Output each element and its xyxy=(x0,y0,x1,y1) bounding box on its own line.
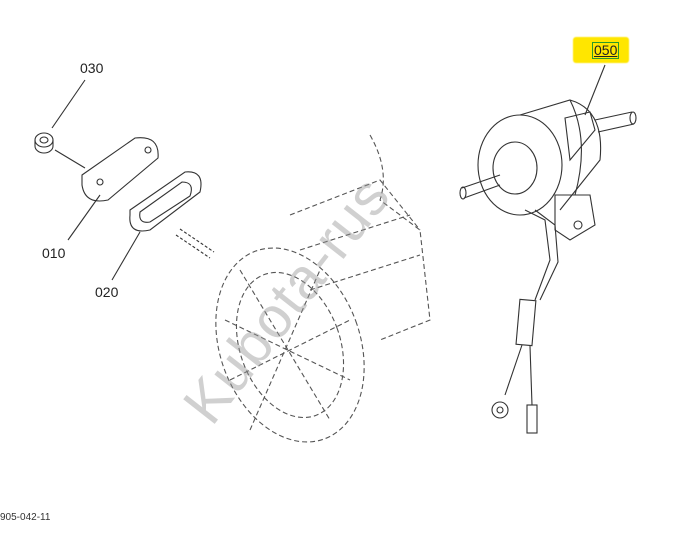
callout-030[interactable]: 030 xyxy=(80,60,104,76)
drawing-code: 905-042-11 xyxy=(0,512,51,523)
stud xyxy=(175,228,215,259)
engine-housing xyxy=(215,134,431,443)
nut-030 xyxy=(34,132,54,154)
fuel-pump-050 xyxy=(459,99,637,434)
callout-020[interactable]: 020 xyxy=(95,284,119,300)
callout-010[interactable]: 010 xyxy=(42,245,66,261)
gasket-020 xyxy=(129,171,202,232)
leader-lines xyxy=(51,64,606,281)
callout-050[interactable]: 050 xyxy=(592,42,620,59)
cover-plate-010 xyxy=(81,137,159,202)
